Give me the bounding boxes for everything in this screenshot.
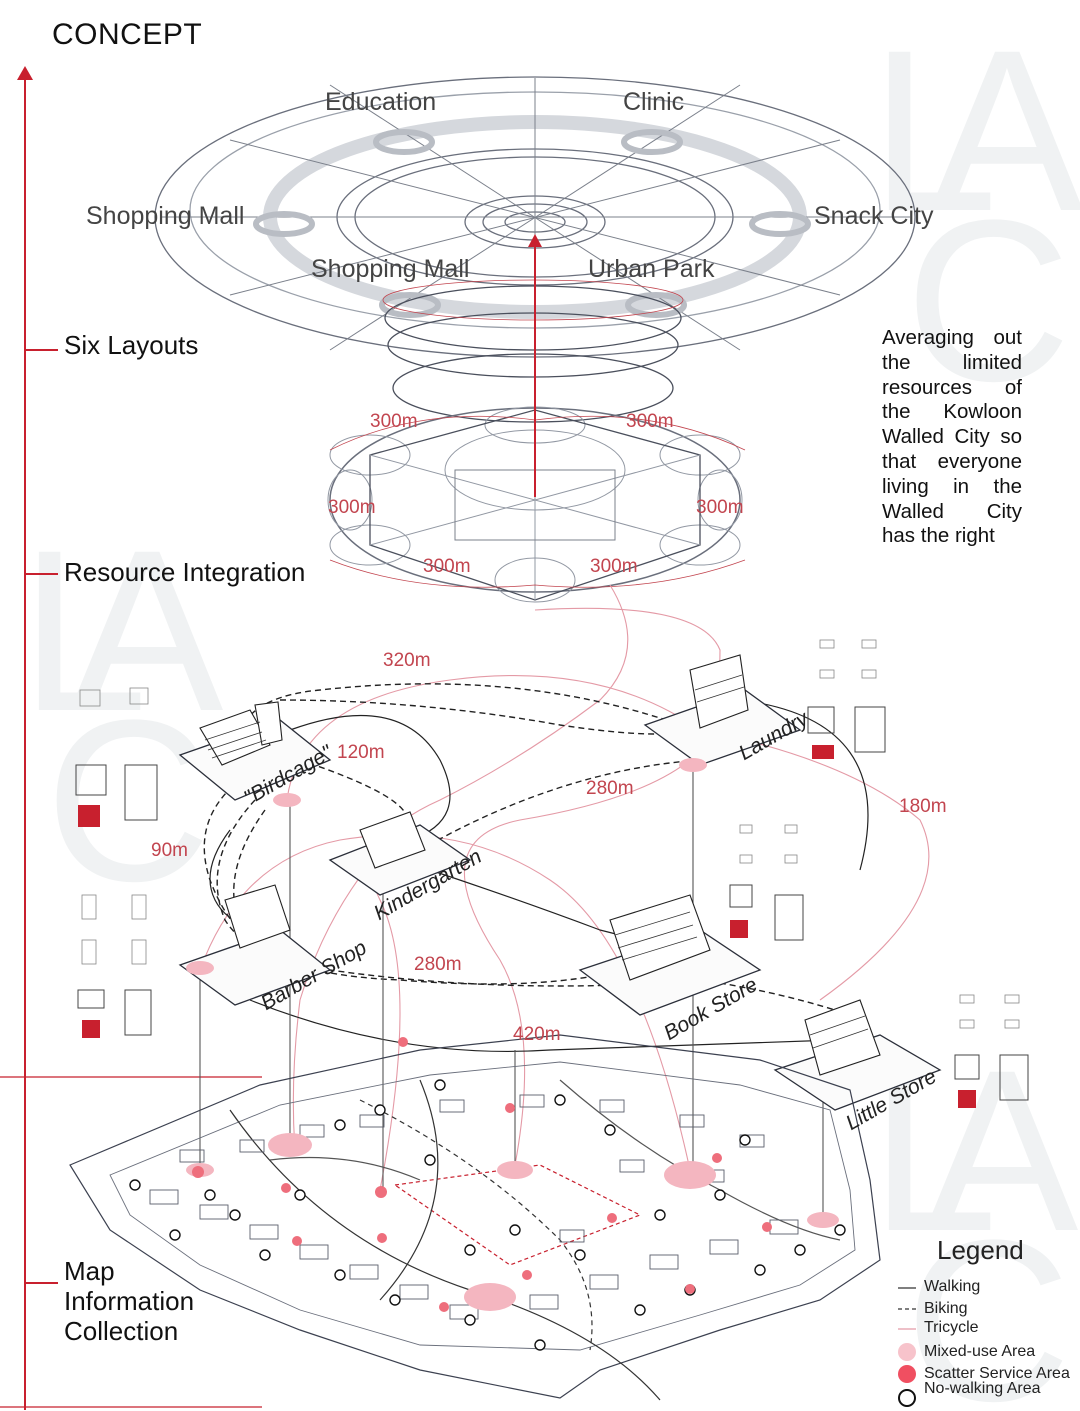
- watermark-letter: C: [45, 672, 211, 929]
- route-distance: 280m: [414, 954, 462, 975]
- central-arrow: [528, 234, 542, 497]
- stage-label-six-layouts: Six Layouts: [64, 330, 199, 360]
- watermark: L A C L A C L A C: [20, 2, 1080, 1411]
- hex-distance: 300m: [626, 411, 674, 432]
- route-distance: 120m: [337, 742, 385, 763]
- hex-distance: 300m: [328, 497, 376, 518]
- mixed-use-icon: [898, 1343, 916, 1361]
- scatter-service-icon: [898, 1365, 916, 1383]
- hex-distance: 300m: [590, 556, 638, 577]
- concept-description: Averaging out the limited resources of t…: [882, 326, 1022, 548]
- legend-scatter-service: Scatter Service Area: [924, 1365, 1070, 1382]
- drop-lines: [199, 770, 824, 1215]
- shop-platforms: [178, 654, 942, 1111]
- no-walking-icon: [898, 1389, 916, 1407]
- base-map: [69, 758, 881, 1401]
- legend-tricycle: Tricycle: [924, 1319, 979, 1336]
- page-title: CONCEPT: [52, 18, 203, 51]
- stage-label-resource-integration: Resource Integration: [64, 557, 306, 587]
- hex-distance: 300m: [423, 556, 471, 577]
- layout-label-education: Education: [325, 88, 437, 116]
- legend-title: Legend: [937, 1235, 1024, 1265]
- legend-biking: Biking: [924, 1300, 968, 1317]
- layout-label-snack-city: Snack City: [814, 202, 934, 230]
- legend-walking: Walking: [924, 1278, 981, 1295]
- mini-plans: [75, 639, 1029, 1108]
- layout-label-clinic: Clinic: [623, 88, 685, 116]
- watermark-letter: A: [930, 2, 1080, 259]
- watermark-letter: A: [925, 1022, 1078, 1279]
- route-distance: 320m: [383, 650, 431, 671]
- legend-no-walking: No-walking Area: [924, 1380, 1041, 1397]
- hexagon-grid: [327, 406, 746, 603]
- watermark-letter: A: [70, 502, 223, 759]
- watermark-letter: L: [870, 2, 998, 259]
- route-distance: 90m: [151, 840, 188, 861]
- legend-symbols: [898, 1287, 916, 1407]
- walking-routes: [209, 699, 869, 1052]
- watermark-letter: C: [905, 1192, 1071, 1411]
- route-distance: 280m: [586, 778, 634, 799]
- layout-label-shopping-mall-center: Shopping Mall: [311, 255, 470, 283]
- watermark-letter: C: [905, 172, 1071, 429]
- watermark-letter: L: [20, 502, 148, 759]
- layout-label-urban-park: Urban Park: [588, 255, 715, 283]
- stage-label-map-info: Map Information Collection: [64, 1256, 195, 1346]
- route-distance: 180m: [899, 796, 947, 817]
- route-distance: 420m: [513, 1024, 561, 1045]
- timeline-axis: [0, 66, 262, 1410]
- legend-mixed-use: Mixed-use Area: [924, 1343, 1036, 1360]
- hex-distance: 300m: [370, 411, 418, 432]
- hex-distance: 300m: [696, 497, 744, 518]
- layout-label-shopping-mall-left: Shopping Mall: [86, 202, 245, 230]
